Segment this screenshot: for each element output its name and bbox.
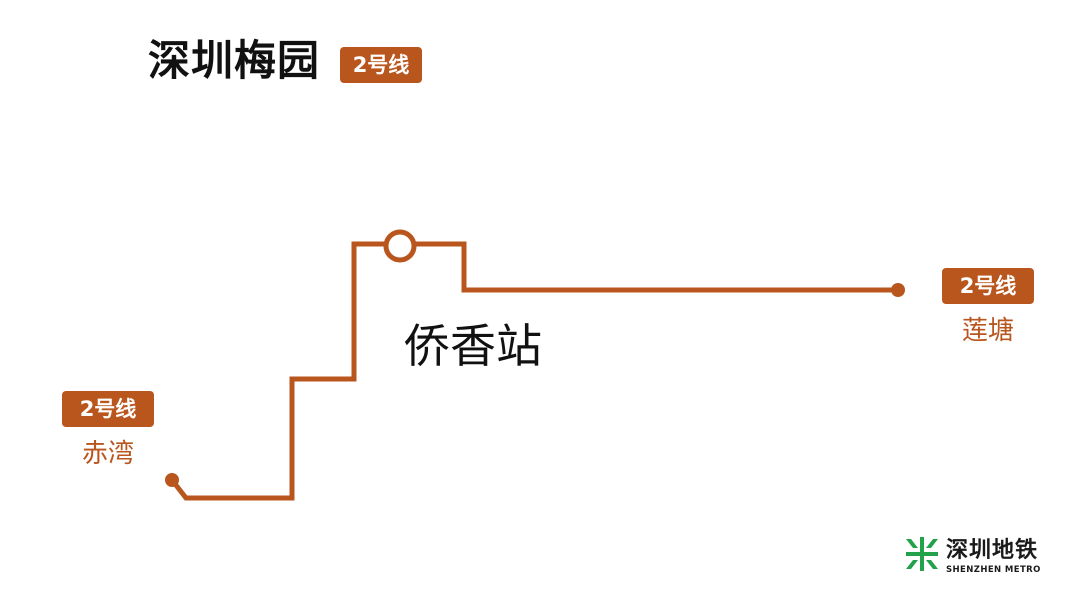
shenzhen-metro-logo: 深圳地铁 SHENZHEN METRO xyxy=(904,536,1054,580)
left-terminal-name: 赤湾 xyxy=(81,439,134,469)
title-line-badge: 2号线 xyxy=(340,47,422,83)
right-terminal-dot xyxy=(891,283,905,297)
right-terminal-name: 莲塘 xyxy=(961,316,1014,346)
logo-text-cn: 深圳地铁 xyxy=(946,538,1039,563)
right-terminal-badge: 2号线 xyxy=(942,268,1034,304)
current-station-marker xyxy=(383,229,417,263)
shenzhen-metro-logo-icon xyxy=(906,537,938,571)
route-line xyxy=(170,241,898,501)
left-terminal-badge: 2号线 xyxy=(62,391,154,427)
left-terminal-dot xyxy=(165,473,179,487)
logo-text-en: SHENZHEN METRO xyxy=(946,565,1041,575)
current-station-label: 侨香站 xyxy=(404,319,542,373)
page-title: 深圳梅园 xyxy=(148,36,321,85)
